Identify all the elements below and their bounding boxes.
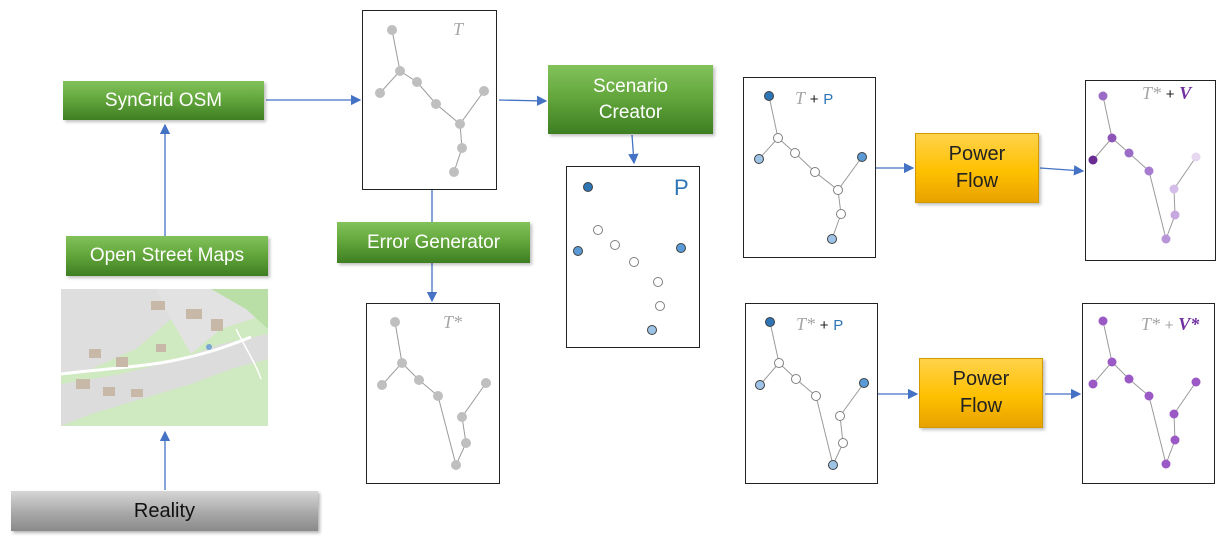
node bbox=[377, 380, 387, 390]
panel-t-star-plus-v: T* + V bbox=[1085, 80, 1216, 261]
panel-p-label: P bbox=[674, 175, 689, 200]
power-flow-top-label-line2: Flow bbox=[955, 170, 999, 192]
panel-t-plus-p-label: T + P bbox=[795, 88, 833, 109]
label-v-star: V* bbox=[1178, 314, 1200, 334]
error-generator-label: Error Generator bbox=[366, 231, 501, 253]
graph-t-star-plus-v bbox=[1088, 91, 1201, 244]
node bbox=[449, 167, 459, 177]
graph-t-star-plus-p bbox=[755, 317, 869, 470]
scenario-creator-label-line1: Scenario bbox=[593, 75, 668, 97]
node bbox=[461, 438, 471, 448]
label-p: P bbox=[823, 91, 834, 108]
panel-t: T bbox=[362, 10, 497, 190]
node bbox=[481, 378, 491, 388]
osm-map-drawing bbox=[61, 289, 268, 426]
label-p: P bbox=[833, 317, 844, 334]
panel-t-star-plus-v-label: T* + V bbox=[1142, 83, 1191, 104]
arrow-t-to-scenario bbox=[498, 95, 548, 107]
arrow-powerflow1-to-tv bbox=[1039, 165, 1085, 176]
syngrid-osm-box: SynGrid OSM bbox=[63, 81, 264, 120]
node bbox=[457, 143, 467, 153]
label-t-star: T* bbox=[1142, 83, 1162, 103]
node bbox=[390, 317, 400, 327]
syngrid-osm-label: SynGrid OSM bbox=[104, 89, 223, 111]
node bbox=[412, 77, 422, 87]
panel-t-star-label: T* bbox=[443, 312, 463, 332]
power-flow-bottom-label-line2: Flow bbox=[959, 395, 1003, 417]
graph-t-star bbox=[377, 317, 491, 470]
node bbox=[455, 119, 465, 129]
label-plus: + bbox=[809, 91, 819, 108]
panel-t-star-plus-p-label: T* + P bbox=[796, 314, 843, 335]
label-t-star: T* bbox=[1141, 314, 1161, 334]
node bbox=[433, 391, 443, 401]
reality-label: Reality bbox=[133, 499, 196, 522]
label-t-star: T* bbox=[796, 314, 816, 334]
osm-map-image bbox=[61, 289, 268, 426]
node bbox=[375, 88, 385, 98]
label-v: V bbox=[1179, 83, 1192, 103]
arrow-scenario-to-p bbox=[628, 134, 639, 165]
node bbox=[479, 86, 489, 96]
scenario-creator-box: Scenario Creator bbox=[548, 65, 713, 134]
graph-t bbox=[375, 25, 489, 177]
power-flow-bottom-label-line1: Power bbox=[952, 368, 1010, 390]
node bbox=[431, 99, 441, 109]
node bbox=[397, 358, 407, 368]
label-plus: + bbox=[1165, 86, 1175, 103]
label-plus: + bbox=[1164, 317, 1174, 334]
panel-t-star-plus-v-star-label: T* + V* bbox=[1141, 314, 1199, 335]
graph-t-plus-p bbox=[754, 91, 867, 244]
open-street-maps-label: Open Street Maps bbox=[89, 245, 245, 267]
power-flow-box-top: Power Flow bbox=[915, 133, 1039, 203]
node bbox=[457, 412, 467, 422]
panel-t-star: T* bbox=[366, 303, 500, 484]
label-t: T bbox=[795, 88, 806, 108]
panel-t-star-plus-p: T* + P bbox=[745, 303, 878, 484]
power-flow-top-label-line1: Power bbox=[948, 143, 1006, 165]
panel-t-plus-p: T + P bbox=[743, 77, 876, 258]
open-street-maps-box: Open Street Maps bbox=[66, 236, 268, 276]
power-flow-box-bottom: Power Flow bbox=[919, 358, 1043, 428]
label-plus: + bbox=[819, 317, 829, 334]
graph-t-star-plus-v-star bbox=[1088, 316, 1201, 469]
scenario-creator-label-line2: Creator bbox=[598, 101, 663, 123]
graph-p bbox=[573, 182, 686, 335]
panel-t-label: T bbox=[453, 19, 464, 39]
node bbox=[387, 25, 397, 35]
node bbox=[451, 460, 461, 470]
node bbox=[395, 66, 405, 76]
panel-t-star-plus-v-star: T* + V* bbox=[1082, 303, 1215, 484]
node bbox=[414, 375, 424, 385]
error-generator-box: Error Generator bbox=[337, 222, 530, 263]
reality-box: Reality bbox=[11, 491, 318, 531]
panel-p: P bbox=[566, 166, 700, 348]
